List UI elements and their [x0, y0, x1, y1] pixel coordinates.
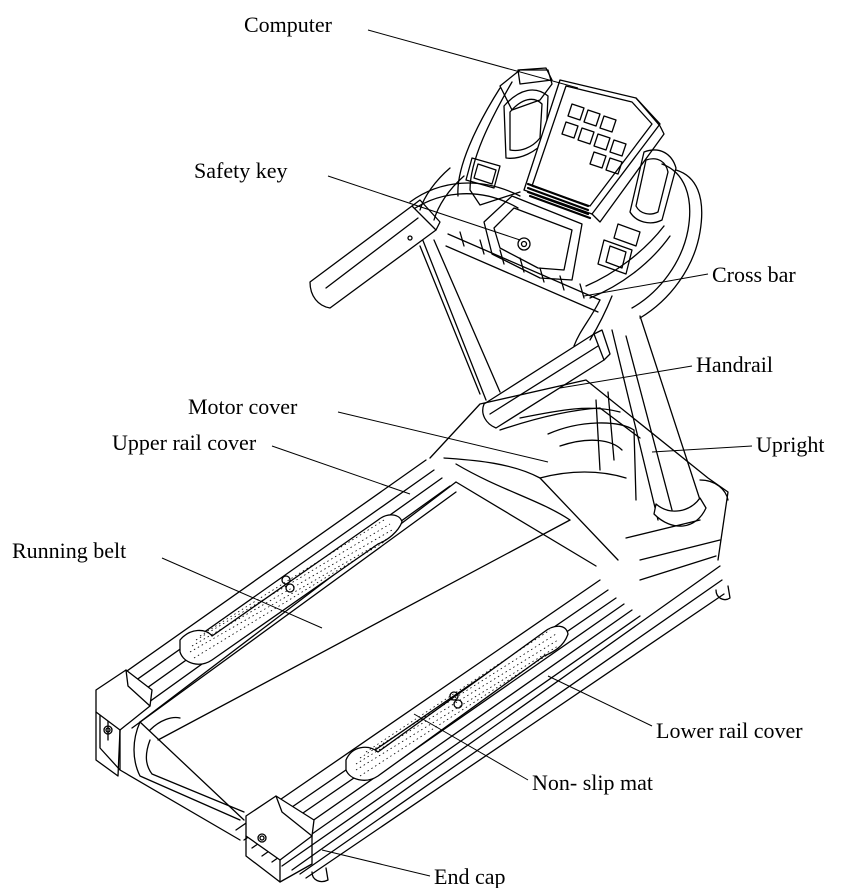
left-handgrip: [309, 199, 441, 309]
leader-computer: [367, 29, 579, 89]
label-upper-rail-cover: Upper rail cover: [112, 430, 257, 455]
leader-cross-bar: [583, 273, 709, 297]
console-grille: [526, 182, 592, 220]
computer-console: [457, 67, 677, 281]
leader-safety-key: [327, 175, 521, 241]
dot-pattern-right: [355, 629, 559, 777]
end-cap-right: [245, 795, 315, 883]
leader-end-cap: [321, 849, 431, 877]
label-running-belt: Running belt: [12, 538, 126, 563]
leader-motor-cover: [337, 411, 549, 463]
left-upright-frame: [417, 227, 501, 401]
right-handgrip: [482, 329, 611, 429]
label-safety-key: Safety key: [194, 158, 287, 183]
console-keypad: [561, 103, 627, 175]
treadmill-feet: [311, 585, 731, 883]
non-slip-mat-right: [345, 625, 569, 781]
dot-pattern-left: [189, 519, 393, 659]
leader-handrail: [559, 365, 693, 389]
leader-lines: [161, 29, 753, 877]
leader-running-belt: [161, 557, 323, 629]
label-non-slip-mat: Non- slip mat: [532, 770, 653, 795]
end-cap-left: [95, 669, 153, 777]
deck-frame: [99, 459, 725, 879]
handrail-frame: [309, 163, 703, 429]
leader-lower-rail-cover: [547, 675, 653, 727]
leader-upper-rail-cover: [271, 445, 411, 495]
label-computer: Computer: [244, 12, 333, 37]
label-upright: Upright: [756, 432, 824, 457]
callout-labels: Computer Safety key Cross bar Handrail M…: [12, 12, 824, 888]
motor-cover: [429, 379, 729, 581]
right-upright: [611, 315, 707, 527]
label-motor-cover: Motor cover: [188, 394, 298, 419]
leader-non-slip-mat: [413, 713, 529, 781]
cross-bar: [445, 231, 601, 313]
label-lower-rail-cover: Lower rail cover: [656, 718, 803, 743]
non-slip-mat-left: [179, 514, 403, 665]
leader-upright: [651, 445, 753, 453]
label-cross-bar: Cross bar: [712, 262, 796, 287]
label-handrail: Handrail: [696, 352, 773, 377]
label-end-cap: End cap: [434, 864, 505, 888]
